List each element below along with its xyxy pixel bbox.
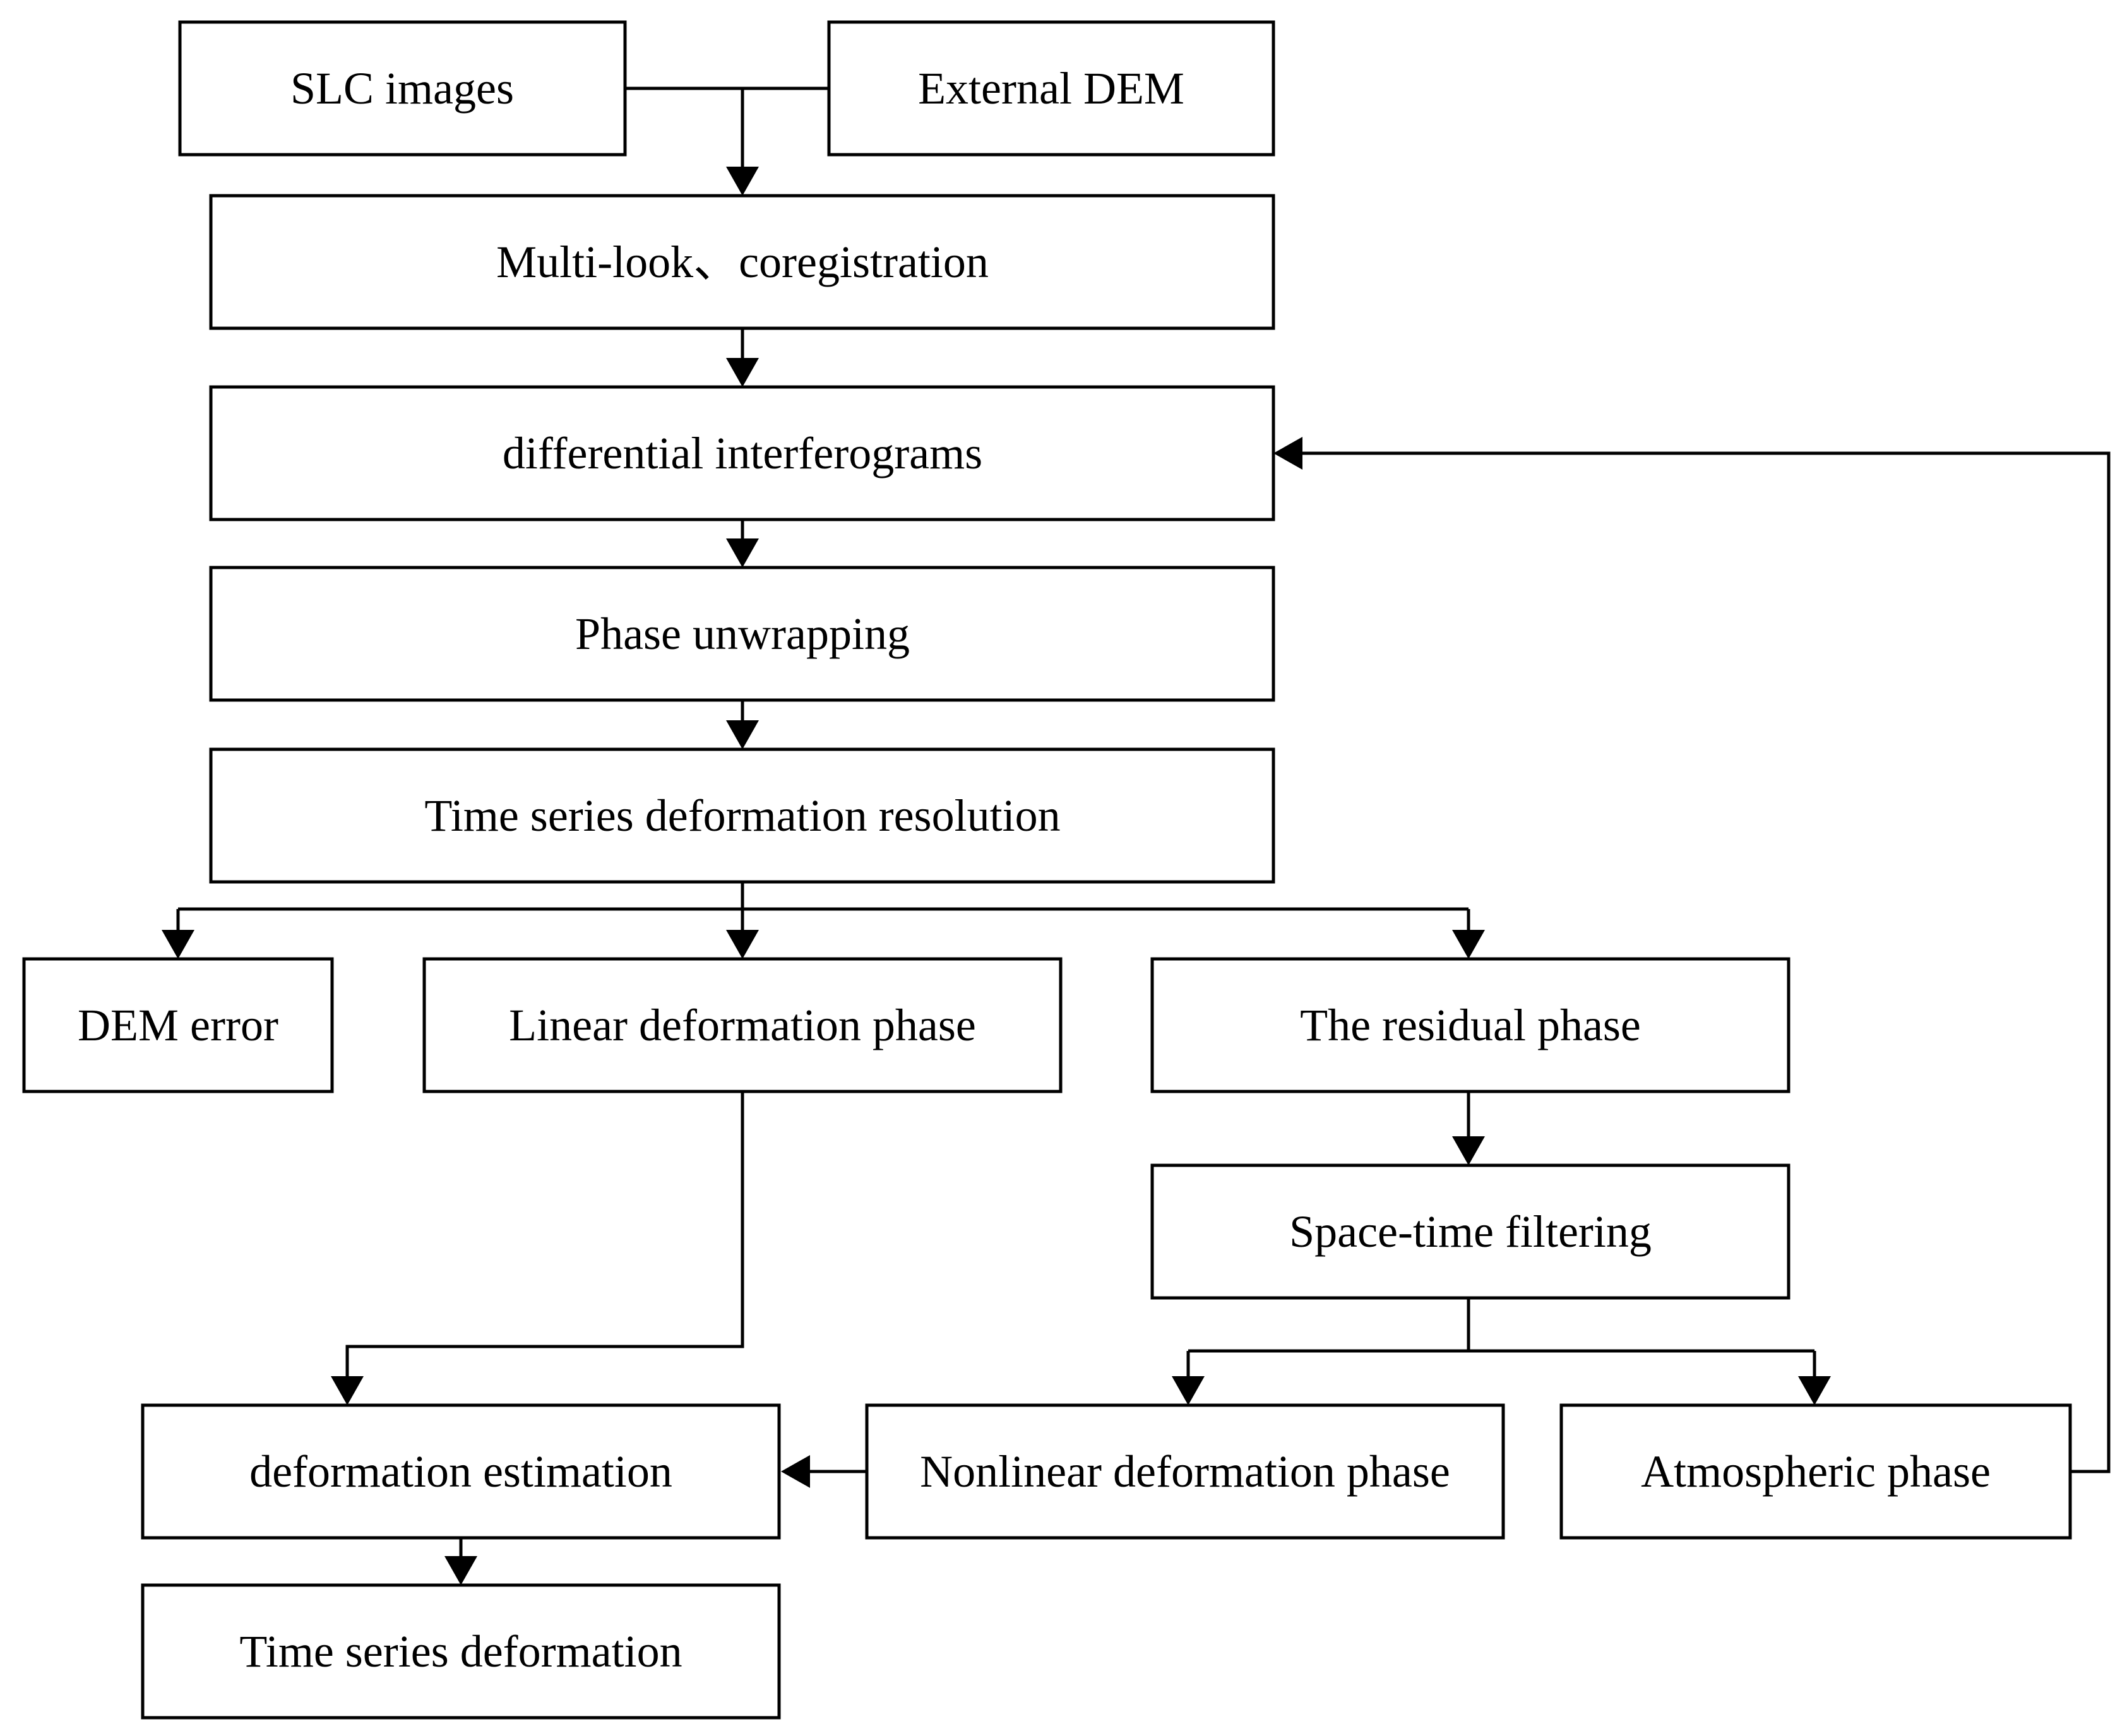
box-multilook-coregistration: Multi-look、coregistration	[209, 194, 1275, 330]
arrowhead-dem-error	[162, 930, 194, 959]
box-label-space-time-filtering: Space-time filtering	[1289, 1206, 1652, 1257]
box-differential-interferograms: differential interferograms	[209, 385, 1275, 521]
box-label-phase-unwrapping: Phase unwrapping	[575, 609, 910, 659]
box-label-atmospheric-phase: Atmospheric phase	[1641, 1446, 1991, 1497]
box-slc-images: SLC images	[178, 20, 627, 157]
box-time-series-deformation: Time series deformation	[141, 1583, 781, 1720]
box-phase-unwrapping: Phase unwrapping	[209, 566, 1275, 702]
box-label-multilook-coregistration: Multi-look、coregistration	[496, 237, 989, 287]
box-label-time-series-deformation-resolution: Time series deformation resolution	[424, 790, 1060, 841]
arrowhead-time-series-deformation	[444, 1556, 477, 1585]
box-linear-deformation-phase: Linear deformation phase	[422, 957, 1063, 1093]
arrowhead-nonlinear-phase	[1172, 1376, 1205, 1405]
box-label-time-series-deformation: Time series deformation	[239, 1626, 682, 1677]
box-label-nonlinear-deformation-phase: Nonlinear deformation phase	[920, 1446, 1450, 1497]
box-label-linear-deformation-phase: Linear deformation phase	[509, 1000, 976, 1050]
box-label-deformation-estimation: deformation estimation	[249, 1446, 672, 1497]
box-label-dem-error: DEM error	[78, 1000, 278, 1050]
connector-linear-to-estimation	[345, 1091, 744, 1376]
arrowhead-estimation-top	[331, 1376, 364, 1405]
box-time-series-deformation-resolution: Time series deformation resolution	[209, 747, 1275, 884]
arrowhead-feedback-interferograms	[1273, 437, 1302, 470]
box-label-external-dem: External DEM	[918, 63, 1184, 114]
box-nonlinear-deformation-phase: Nonlinear deformation phase	[865, 1403, 1505, 1540]
box-space-time-filtering: Space-time filtering	[1150, 1163, 1790, 1300]
arrowhead-multilook	[726, 167, 759, 196]
box-deformation-estimation: deformation estimation	[141, 1403, 781, 1540]
arrowhead-atmospheric-phase	[1798, 1376, 1831, 1405]
box-residual-phase: The residual phase	[1150, 957, 1790, 1093]
box-label-slc-images: SLC images	[290, 63, 514, 114]
connectors	[162, 86, 2111, 1585]
box-label-differential-interferograms: differential interferograms	[503, 428, 982, 479]
arrowhead-resolution	[726, 720, 759, 749]
arrowhead-linear-phase	[726, 930, 759, 959]
arrowhead-unwrapping	[726, 538, 759, 568]
arrowhead-interferograms	[726, 358, 759, 387]
box-dem-error: DEM error	[22, 957, 334, 1093]
arrowhead-filtering	[1452, 1136, 1485, 1165]
arrowhead-estimation-side	[781, 1455, 810, 1488]
box-label-residual-phase: The residual phase	[1300, 1000, 1641, 1050]
box-external-dem: External DEM	[827, 20, 1275, 157]
box-atmospheric-phase: Atmospheric phase	[1559, 1403, 2072, 1540]
arrowhead-residual-phase	[1452, 930, 1485, 959]
connector-atmospheric-feedback	[1302, 451, 2111, 1473]
